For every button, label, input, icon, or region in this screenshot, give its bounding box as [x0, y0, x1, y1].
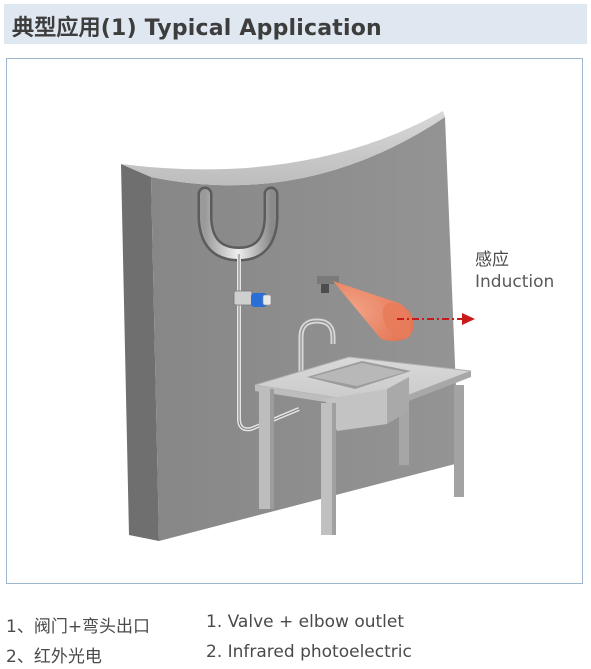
- section-title: 典型应用(1) Typical Application: [12, 16, 382, 41]
- annotation-induction-en: Induction: [475, 272, 555, 292]
- sink-table: [254, 356, 472, 535]
- annotation-induction-cn: 感应: [475, 250, 509, 270]
- faucet: [298, 318, 336, 379]
- illustration-frame: [6, 58, 583, 584]
- legend-item-en: 1. Valve + elbow outlet: [206, 612, 405, 632]
- induction-arrow: [397, 313, 475, 325]
- elbow-outlet-pipe: [197, 186, 300, 432]
- infrared-beam: [333, 281, 415, 342]
- section-header: 典型应用(1) Typical Application: [4, 4, 587, 44]
- legend-item-cn: 1、阀门+弯头出口: [6, 617, 151, 637]
- sink-installation-illustration: [121, 111, 475, 541]
- infrared-sensor-icon: [317, 276, 339, 293]
- legend-item-cn: 2、红外光电: [6, 647, 102, 667]
- valve-icon: [233, 290, 272, 307]
- legend-item-en: 2. Infrared photoelectric: [206, 642, 412, 662]
